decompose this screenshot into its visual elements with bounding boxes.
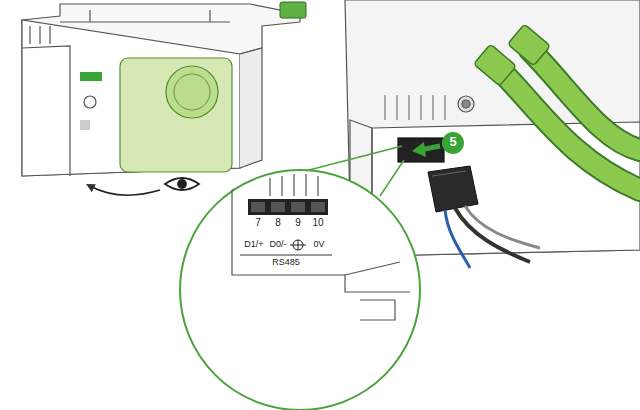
signal-name: 0V: [313, 239, 324, 249]
left-device: [22, 4, 300, 176]
ethernet-cables: [474, 24, 640, 190]
callout-number: 5: [449, 135, 456, 150]
insertion-arrow: [412, 132, 464, 157]
detail-inset: [180, 146, 420, 410]
pin-number: 7: [255, 217, 261, 229]
shield-symbol: [290, 240, 306, 250]
rs485-plug: [428, 166, 540, 268]
pin-number: 8: [275, 217, 281, 229]
bus-name: RS485: [272, 257, 300, 267]
pin-number: 10: [312, 217, 323, 229]
view-direction-symbol: [90, 178, 199, 195]
signal-name: D1/+: [244, 239, 263, 249]
pin-number: 9: [295, 217, 301, 229]
signal-name: D0/-: [269, 239, 286, 249]
terminal-block: [280, 2, 306, 18]
